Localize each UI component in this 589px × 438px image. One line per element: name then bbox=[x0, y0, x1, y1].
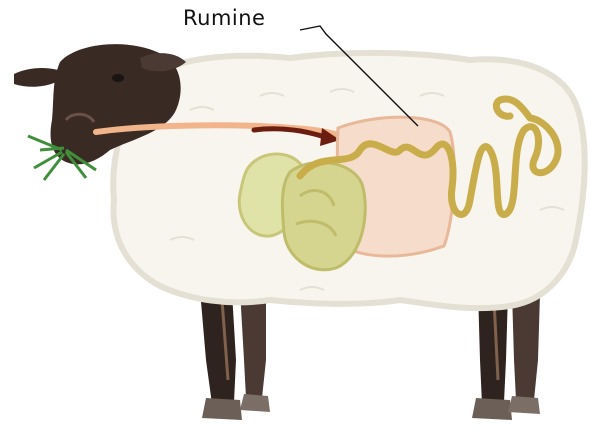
eye bbox=[112, 74, 124, 82]
rumen-label: Rumine bbox=[183, 6, 265, 30]
hoof bbox=[202, 398, 242, 420]
front-left-leg bbox=[200, 290, 236, 404]
back-right-leg bbox=[512, 292, 540, 400]
hoof bbox=[472, 398, 512, 420]
hoof bbox=[240, 394, 270, 412]
omasum bbox=[282, 162, 365, 269]
hoof bbox=[508, 396, 540, 414]
front-right-leg bbox=[240, 290, 266, 398]
